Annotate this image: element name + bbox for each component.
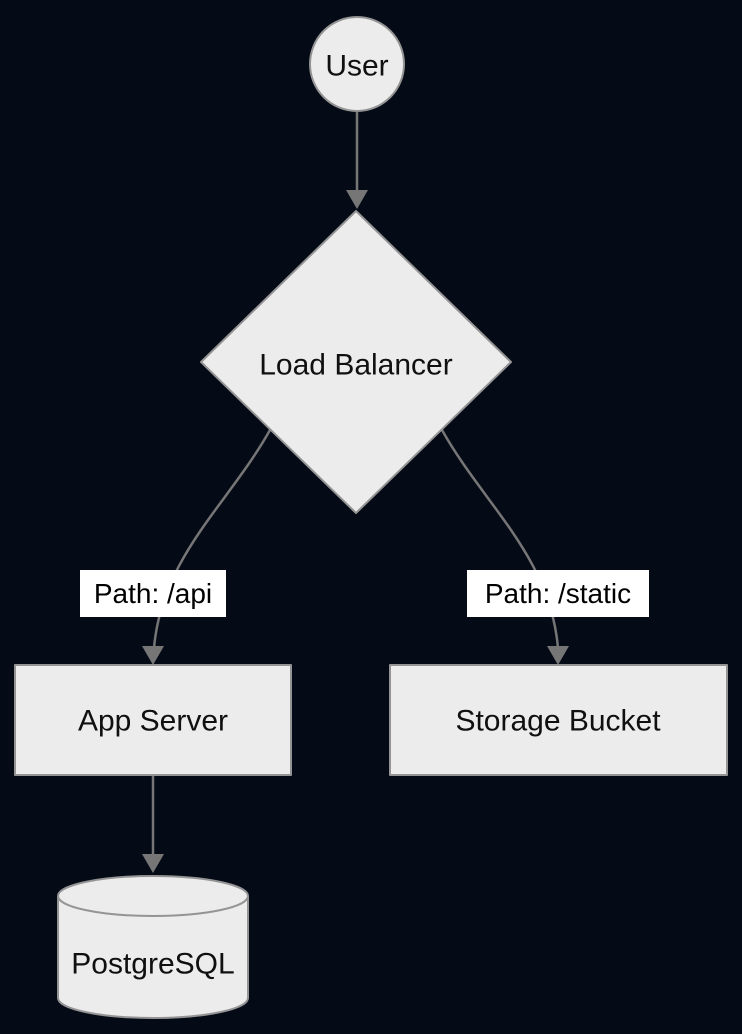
node-label-postgresql: PostgreSQL — [71, 948, 234, 981]
node-storage-bucket-rect — [389, 664, 728, 776]
arrowhead-into-postgresql-icon — [142, 854, 164, 873]
node-label-storage-bucket: Storage Bucket — [455, 705, 661, 738]
node-label-app-server: App Server — [78, 705, 228, 738]
edge-label-path-api: Path: /api — [80, 570, 226, 617]
edge-label-path-static: Path: /static — [467, 570, 649, 617]
node-postgresql-cylinder-body — [57, 896, 249, 1019]
node-postgresql-cylinder-top — [57, 875, 249, 917]
node-app-server-rect — [14, 664, 292, 776]
node-label-user: User — [325, 50, 388, 83]
node-label-load-balancer: Load Balancer — [259, 349, 452, 382]
arrowhead-into-storage-bucket-icon — [547, 646, 569, 665]
arrowhead-into-app-server-icon — [142, 646, 164, 665]
node-load-balancer-diamond — [200, 210, 512, 514]
node-user-circle — [309, 16, 405, 112]
arrowhead-into-load-balancer-icon — [346, 190, 368, 209]
